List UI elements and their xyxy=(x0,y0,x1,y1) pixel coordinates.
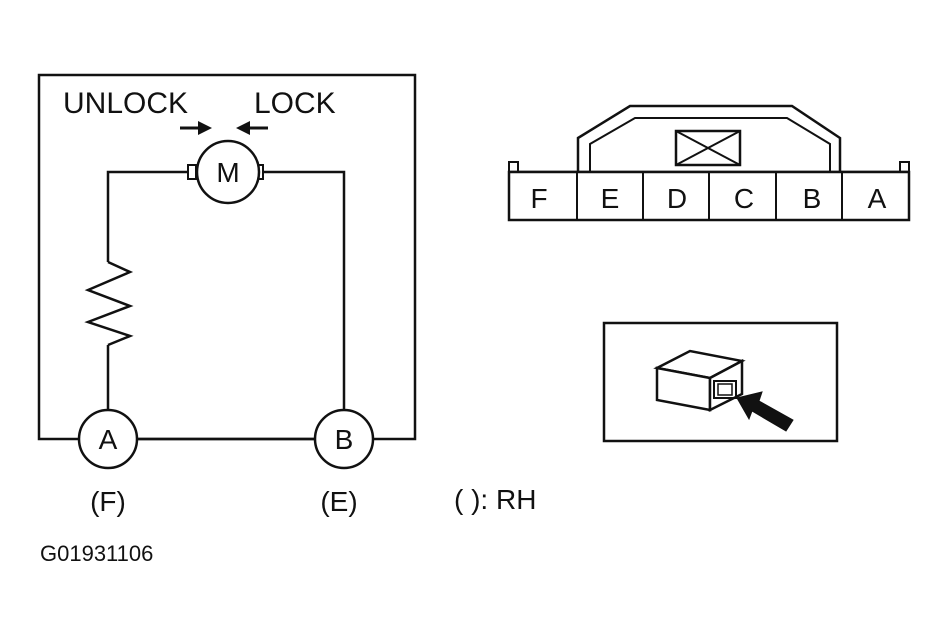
connector-face xyxy=(507,104,911,222)
lock-label: LOCK xyxy=(254,87,336,120)
terminal-a-circle xyxy=(77,408,139,470)
connector-pin-label: B xyxy=(803,183,822,214)
lock-arrow-icon xyxy=(236,121,268,135)
wire-left xyxy=(106,170,193,262)
motor-symbol xyxy=(195,139,261,205)
resistor-zigzag xyxy=(84,260,134,347)
connector-block-icon xyxy=(653,349,746,413)
connector-pin-label: D xyxy=(667,183,687,214)
terminal-b-label: B xyxy=(335,424,354,455)
terminal-a-rh-label: (F) xyxy=(90,486,126,517)
connector-pin-label: A xyxy=(868,183,887,214)
motor-brush-left xyxy=(187,164,197,180)
connector-latch-inner xyxy=(589,117,831,172)
connector-view-inset xyxy=(602,321,839,443)
schematic-frame xyxy=(37,73,417,441)
unlock-label: UNLOCK xyxy=(63,87,188,120)
connector-pin-label: E xyxy=(601,183,620,214)
terminal-b-circle xyxy=(313,408,375,470)
connector-pin-label: F xyxy=(530,183,547,214)
rh-legend-note: ( ): RH xyxy=(454,484,536,515)
connector-pin-label: C xyxy=(734,183,754,214)
wire-right xyxy=(262,170,346,413)
motor-label: M xyxy=(216,157,239,188)
circuit-schematic xyxy=(37,73,417,470)
terminal-a-label: A xyxy=(99,424,118,455)
terminal-b-rh-label: (E) xyxy=(320,486,357,517)
view-direction-arrow-icon xyxy=(736,391,794,432)
figure-id: G01931106 xyxy=(40,541,153,566)
unlock-arrow-icon xyxy=(180,121,212,135)
connector-pin-labels: F E D C B A xyxy=(530,183,886,214)
